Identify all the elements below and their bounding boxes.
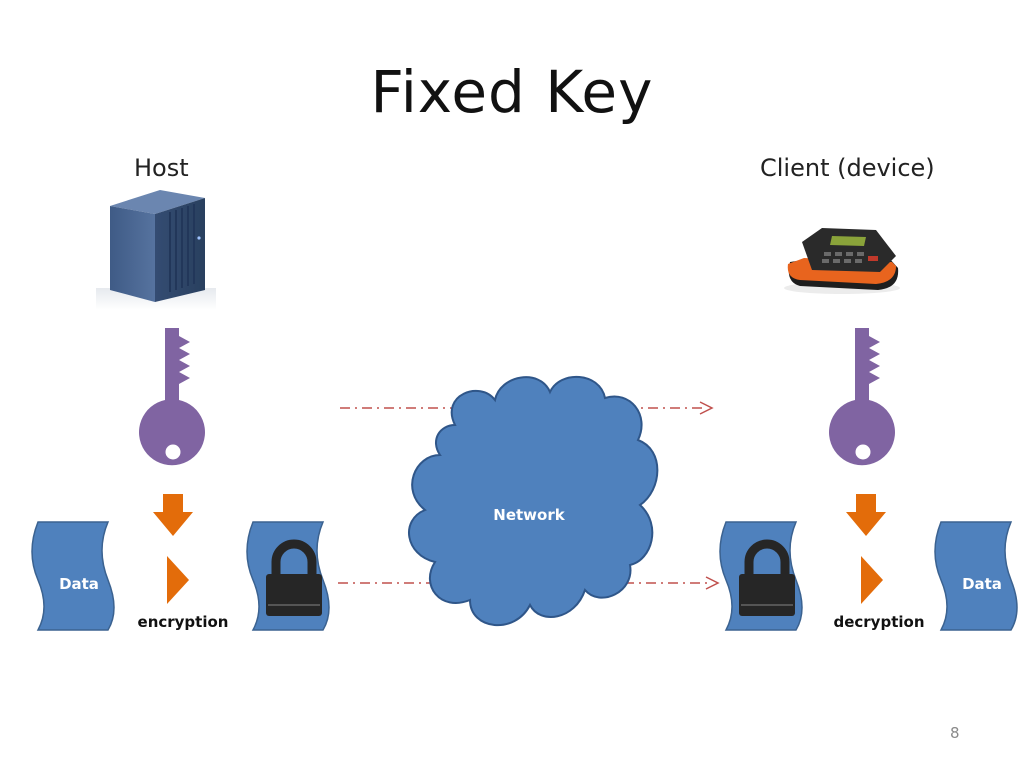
right-arrow-icon: [167, 556, 189, 604]
key-icon: [829, 328, 895, 466]
document-data-right: [934, 521, 1018, 631]
network-label: Network: [493, 506, 565, 524]
lock-icon: [739, 539, 795, 616]
slide-title: Fixed Key: [370, 58, 654, 126]
document-data-left: [31, 521, 115, 631]
down-arrow-icon: [153, 494, 193, 536]
data-label-right: Data: [962, 575, 1002, 593]
cloud-icon: [408, 376, 659, 627]
down-arrow-icon: [846, 494, 886, 536]
encryption-label: encryption: [138, 613, 229, 631]
pos-terminal-icon: [784, 228, 900, 294]
decryption-label: decryption: [833, 613, 924, 631]
page-number: 8: [950, 724, 960, 742]
key-icon: [139, 328, 205, 466]
right-arrow-icon: [861, 556, 883, 604]
lock-icon: [266, 539, 322, 616]
server-icon: [96, 190, 216, 310]
dashed-arrow-bottom: [338, 576, 720, 590]
data-label-left: Data: [59, 575, 99, 593]
client-label: Client (device): [760, 154, 935, 182]
host-label: Host: [134, 154, 189, 182]
